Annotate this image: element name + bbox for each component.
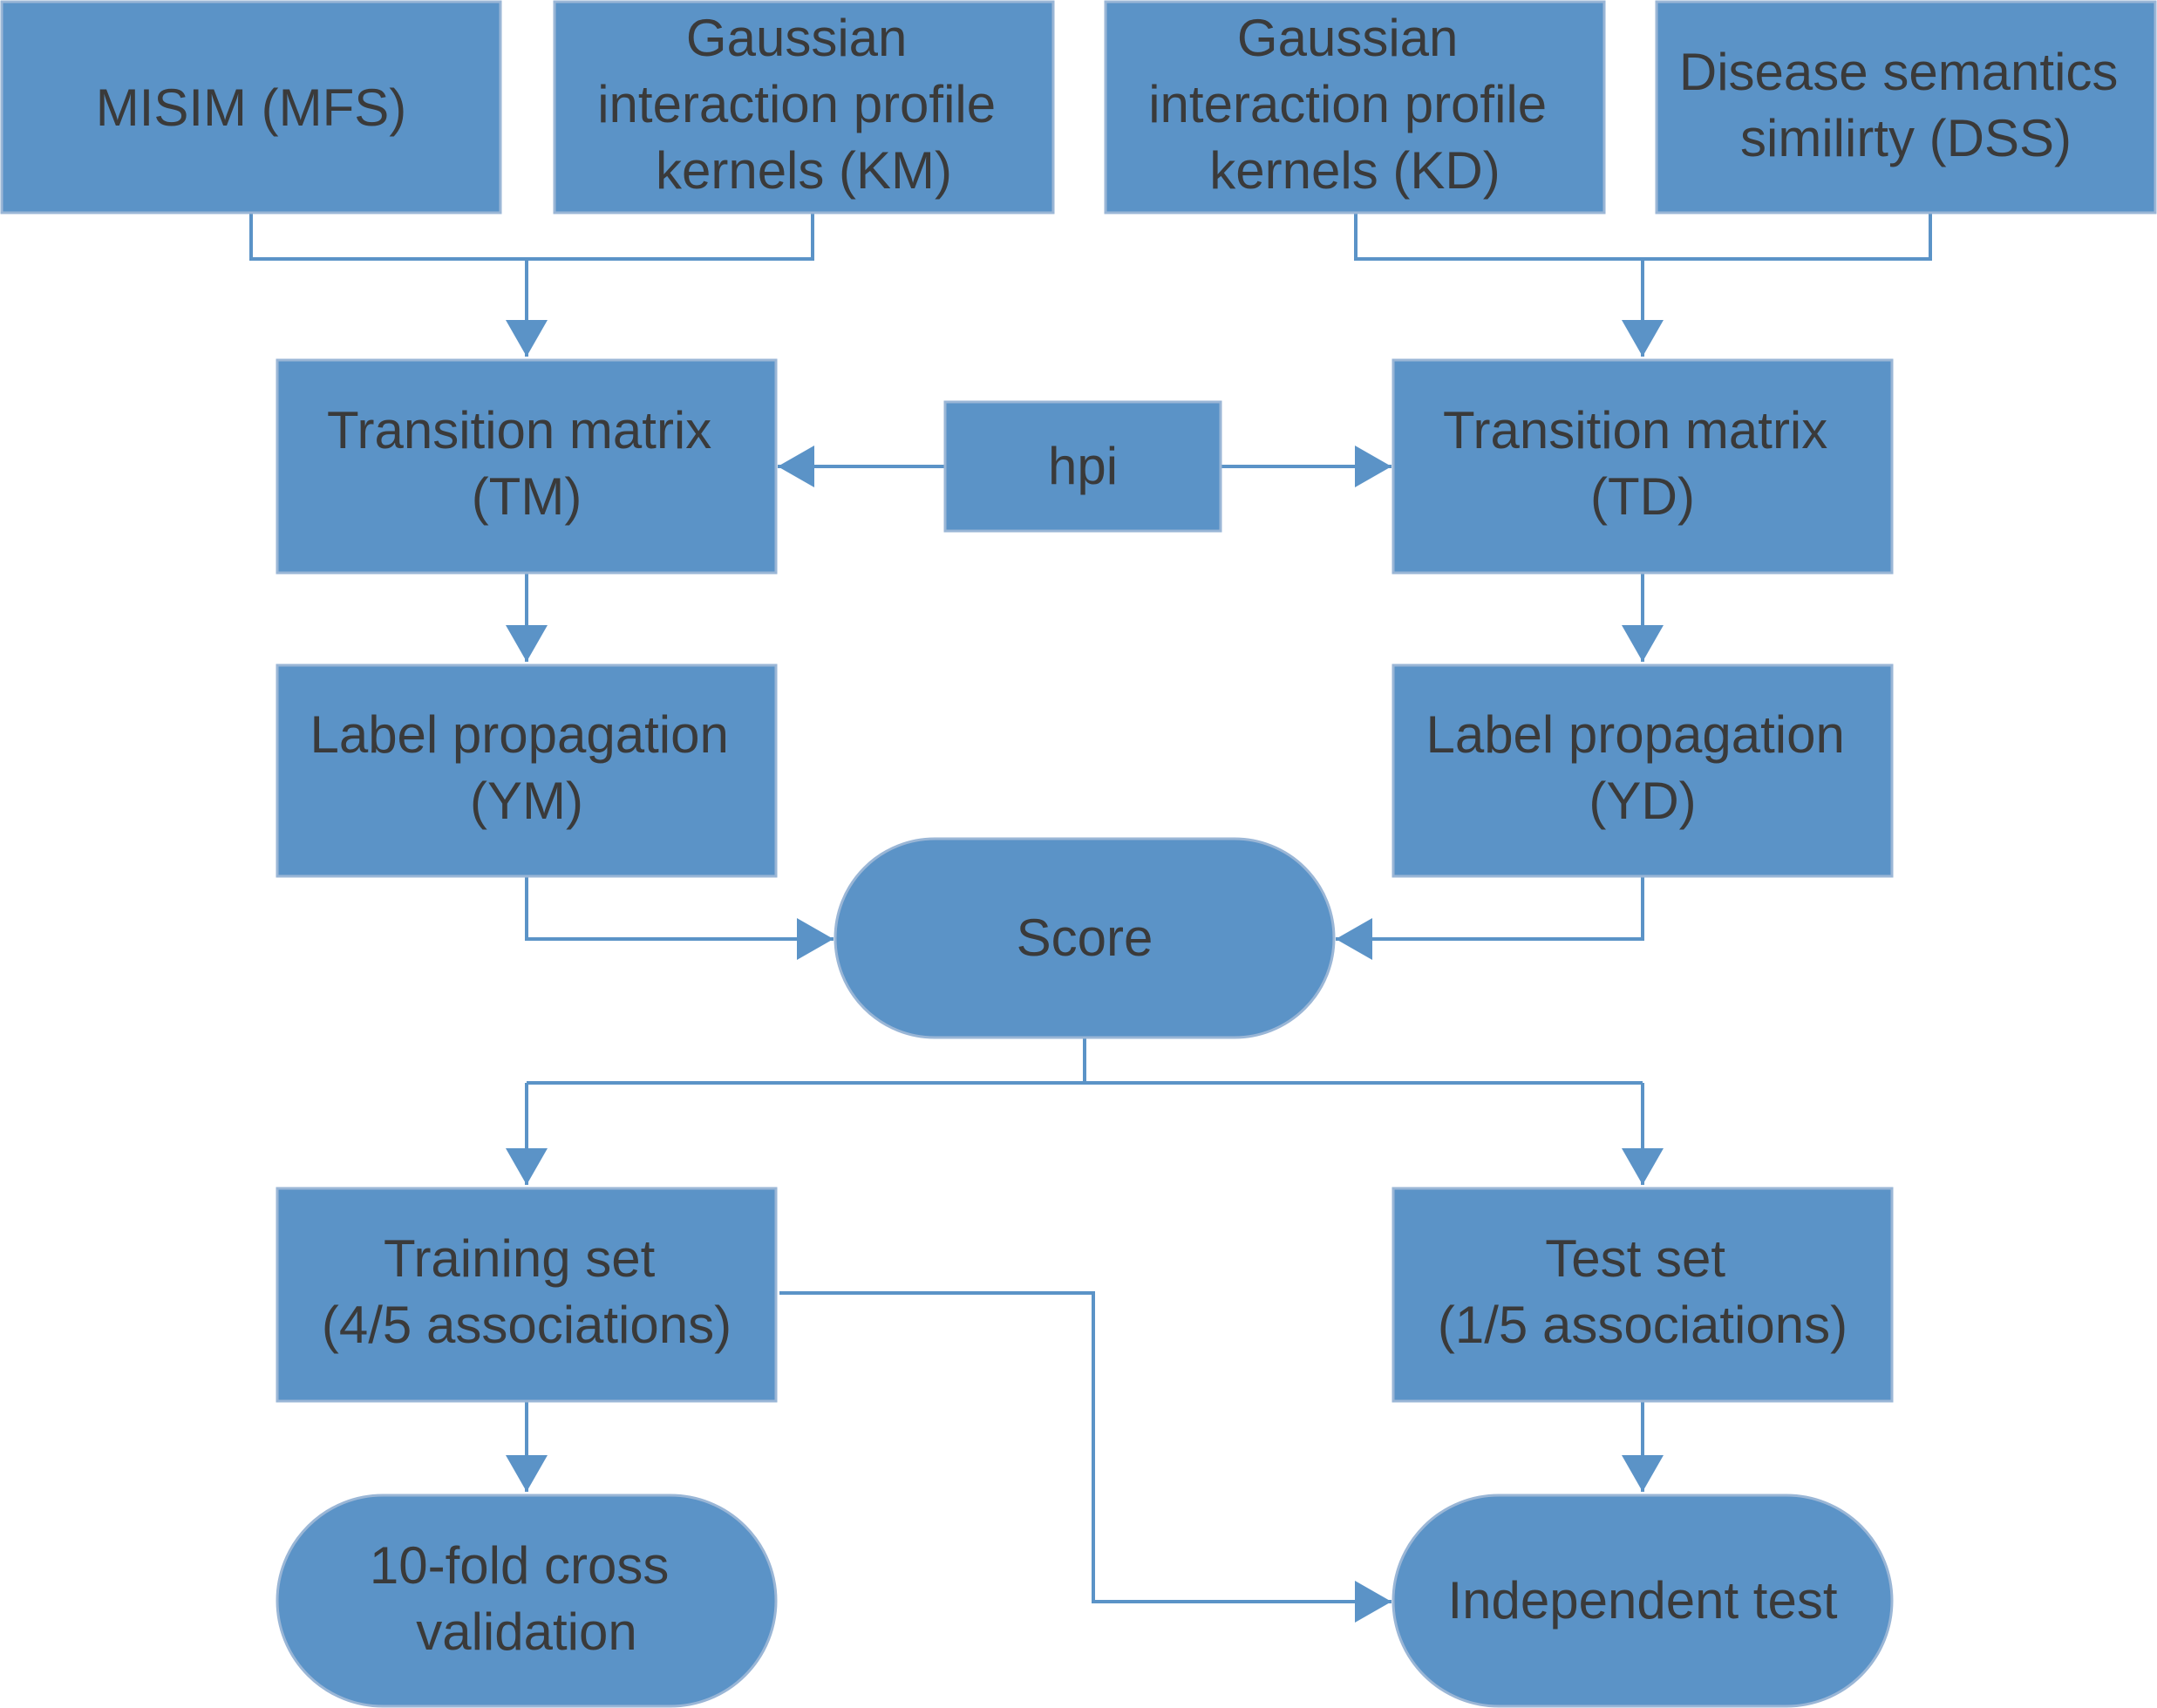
node-independent-test-box	[1392, 1494, 1894, 1708]
node-td-label: Transition matrix (TD)	[1443, 401, 1842, 526]
node-hpi-label: hpi	[1048, 437, 1118, 495]
node-dss-box	[1655, 0, 2157, 214]
node-test-set-label: Test set (1/5 associations)	[1438, 1229, 1847, 1354]
connectors	[249, 213, 1932, 1623]
node-dss-label: Disease semantics similirty (DSS)	[1679, 43, 2133, 167]
node-dss: Disease semantics similirty (DSS)	[1655, 0, 2157, 214]
node-tm-label: Transition matrix (TM)	[327, 401, 726, 526]
node-gip-km-label: Gaussian interaction profile kernels (KM…	[597, 9, 1010, 200]
node-misim-label: MISIM (MFS)	[96, 78, 407, 137]
node-ym: Label propagation (YM)	[276, 663, 778, 878]
node-cross-validation-label: 10-fold cross validation	[370, 1536, 684, 1661]
node-score: Score	[834, 837, 1336, 1039]
node-score-label: Score	[1017, 908, 1153, 967]
connector-training-to-independent	[779, 1291, 1392, 1623]
node-misim: MISIM (MFS)	[0, 0, 502, 214]
node-training-set-box	[276, 1187, 778, 1403]
node-tm-box	[276, 358, 778, 575]
node-tm: Transition matrix (TM)	[276, 358, 778, 575]
node-ym-label: Label propagation (YM)	[310, 705, 743, 830]
node-cross-validation: 10-fold cross validation	[276, 1494, 778, 1708]
node-hpi: hpi	[943, 400, 1222, 533]
node-gip-kd-box	[1104, 0, 1606, 214]
node-misim-box	[0, 0, 502, 214]
connector-yd-to-score	[1336, 876, 1644, 960]
node-training-set: Training set (4/5 associations)	[276, 1187, 778, 1403]
node-yd-label: Label propagation (YD)	[1426, 705, 1859, 830]
node-test-set: Test set (1/5 associations)	[1392, 1187, 1894, 1403]
node-hpi-box	[943, 400, 1222, 533]
node-score-box	[834, 837, 1336, 1039]
node-gip-km: Gaussian interaction profile kernels (KM…	[553, 0, 1055, 214]
node-ym-box	[276, 663, 778, 878]
node-independent-test-label: Independent test	[1447, 1571, 1837, 1630]
connector-ym-to-score	[525, 876, 834, 960]
node-cross-validation-box	[276, 1494, 778, 1708]
node-yd-box	[1392, 663, 1894, 878]
node-test-set-box	[1392, 1187, 1894, 1403]
node-gip-km-box	[553, 0, 1055, 214]
node-yd: Label propagation (YD)	[1392, 663, 1894, 878]
node-training-set-label: Training set (4/5 associations)	[322, 1229, 731, 1354]
node-independent-test: Independent test	[1392, 1494, 1894, 1708]
connector-misim-merge	[249, 213, 814, 261]
node-td-box	[1392, 358, 1894, 575]
connector-kd-merge	[1354, 213, 1932, 261]
node-gip-kd: Gaussian interaction profile kernels (KD…	[1104, 0, 1606, 214]
node-td: Transition matrix (TD)	[1392, 358, 1894, 575]
node-gip-kd-label: Gaussian interaction profile kernels (KD…	[1148, 9, 1562, 200]
connector-score-split	[527, 1038, 1643, 1085]
